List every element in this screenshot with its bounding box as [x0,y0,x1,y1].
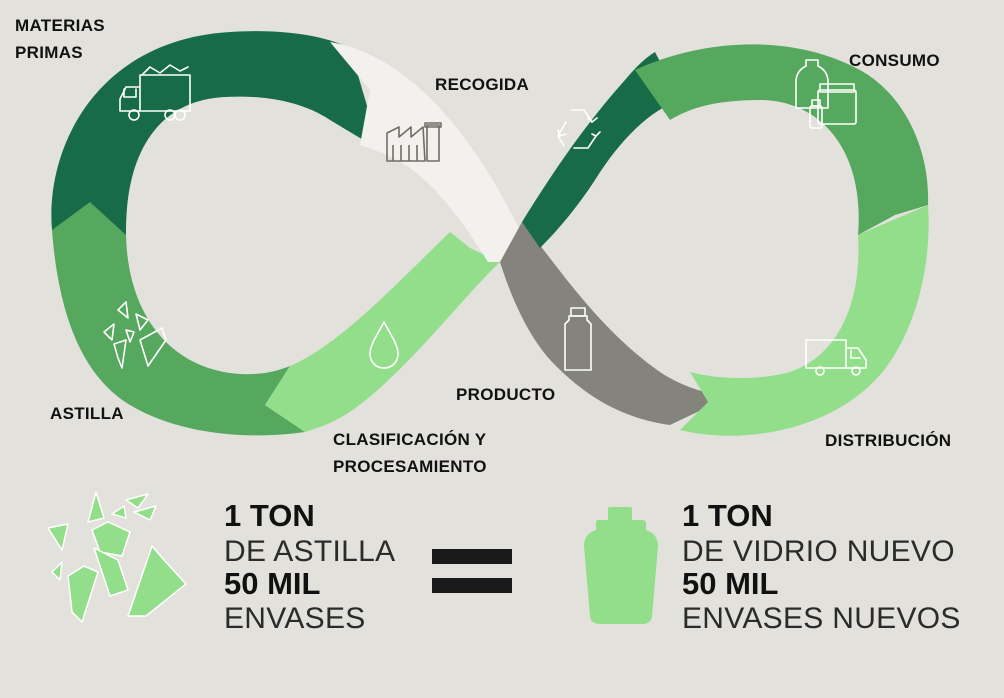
segment-astilla [52,202,305,436]
right-line-2: DE VIDRIO NUEVO [682,535,955,568]
right-line-4: ENVASES NUEVOS [682,602,961,635]
segment-distribucion [680,205,929,436]
label-clasificacion-2: PROCESAMIENTO [333,457,487,476]
left-line-3: 50 MIL [224,566,320,601]
equals-sign-icon [432,549,512,593]
right-line-3: 50 MIL [682,566,778,601]
delivery-truck-icon [805,339,867,376]
segment-materias-primas [51,31,380,236]
segment-producto [500,222,712,425]
label-recogida: RECOGIDA [435,75,529,94]
label-consumo: CONSUMO [849,51,940,70]
segment-recogida [522,52,680,248]
right-equivalence: 1 TON DE VIDRIO NUEVO 50 MIL ENVASES NUE… [682,498,961,635]
left-line-2: DE ASTILLA [224,535,395,568]
factory-icon [386,122,442,162]
label-clasificacion-1: CLASIFICACIÓN Y [333,430,487,449]
label-producto: PRODUCTO [456,385,555,404]
stage-labels: MATERIAS PRIMAS RECOGIDA CONSUMO DISTRIB… [15,16,951,476]
label-astilla: ASTILLA [50,404,124,423]
drop-icon [369,321,399,369]
large-shards-illustration [47,491,187,623]
new-bottle-icon [584,507,658,624]
glass-shards-icon [103,301,167,369]
left-line-1: 1 TON [224,498,315,533]
infinity-loop [51,31,929,436]
left-equivalence: 1 TON DE ASTILLA 50 MIL ENVASES [224,498,395,635]
label-materias-primas-2: PRIMAS [15,43,83,62]
jars-icon [795,59,857,129]
segment-consumo [635,44,929,235]
right-line-1: 1 TON [682,498,773,533]
bottle-icon [564,307,592,371]
recycle-icon [557,109,601,149]
truck-loaded-icon [119,64,191,121]
left-line-4: ENVASES [224,602,366,635]
label-materias-primas-1: MATERIAS [15,16,105,35]
segment-clasificacion [265,232,500,432]
label-distribucion: DISTRIBUCIÓN [825,431,951,450]
